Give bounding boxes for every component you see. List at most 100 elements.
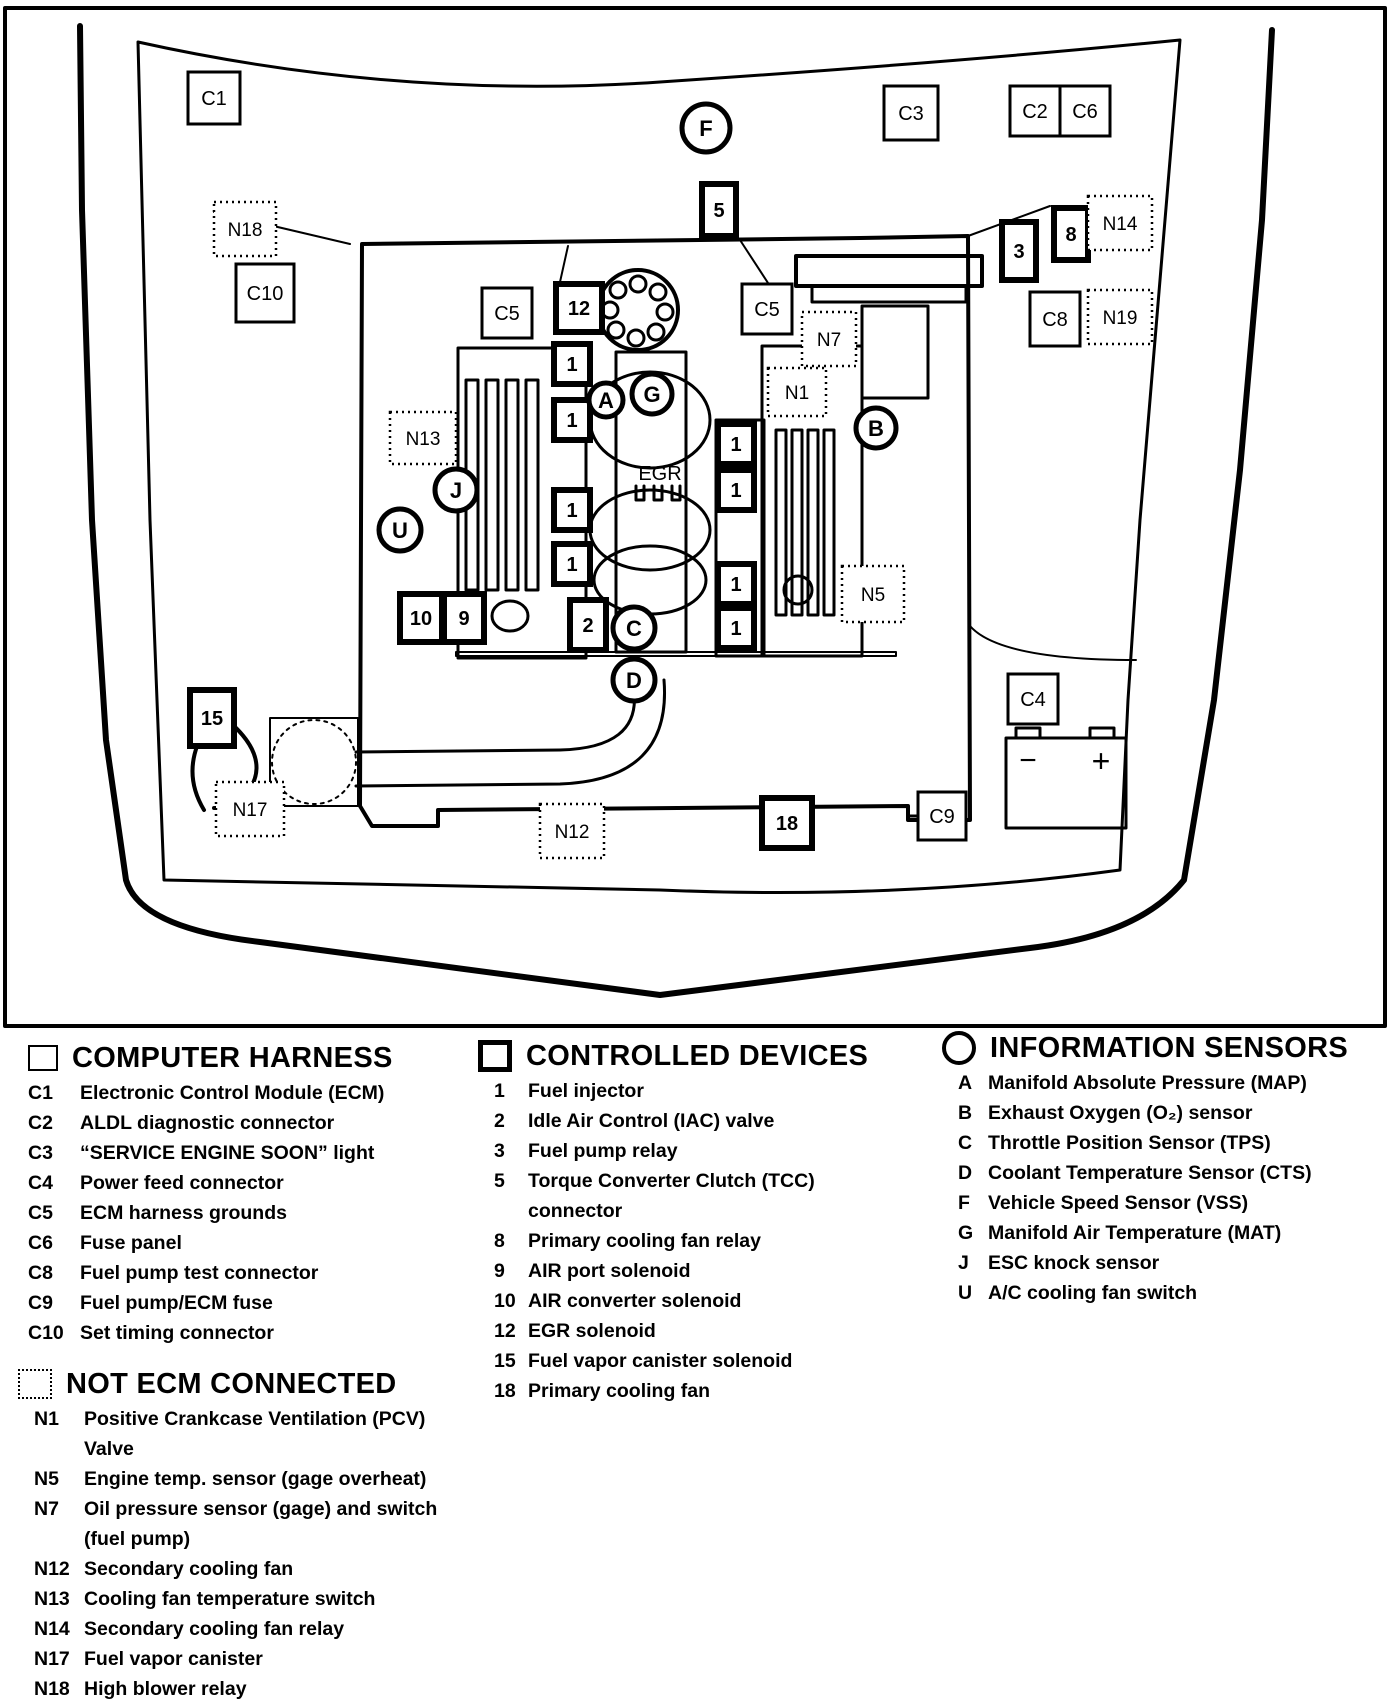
legend-item-code: C10: [28, 1322, 64, 1344]
not-ecm-box: [1086, 288, 1154, 346]
legend-information-sensors-title: INFORMATION SENSORS: [990, 1031, 1349, 1064]
legend-item-description: Cooling fan temperature switch: [84, 1588, 376, 1610]
legend-item-code: N13: [34, 1588, 70, 1610]
not-ecm-label: N19: [1103, 308, 1138, 329]
legend-item-code: F: [958, 1192, 970, 1214]
not-ecm-label: N14: [1103, 214, 1138, 235]
legend-item-description: Idle Air Control (IAC) valve: [528, 1110, 775, 1132]
controlled-device-box: [699, 181, 739, 239]
legend-item-code: C8: [28, 1262, 53, 1284]
computer-harness-box: [1006, 672, 1060, 726]
controlled-device-label: 1: [730, 574, 741, 596]
square-outline-icon: [28, 1045, 58, 1071]
not-ecm-label: N18: [228, 220, 263, 241]
controlled-device-label: 1: [730, 434, 741, 456]
legend-item-code: N7: [34, 1498, 59, 1520]
legend-item: F Vehicle Speed Sensor (VSS): [958, 1188, 1382, 1218]
not-ecm-box: [1086, 194, 1154, 252]
legend-information-sensors: INFORMATION SENSORS A Manifold Absolute P…: [942, 1028, 1382, 1308]
information-sensor-label: G: [643, 382, 660, 407]
controlled-device-label: 1: [566, 500, 577, 522]
legend-not-ecm-title: NOT ECM CONNECTED: [66, 1367, 397, 1400]
computer-harness-label: C5: [754, 299, 780, 321]
information-sensor-label: A: [598, 388, 614, 413]
legend-item-code: C4: [28, 1172, 53, 1194]
computer-harness-box: [1008, 84, 1062, 138]
battery-minus-sign: −: [1019, 744, 1037, 777]
not-ecm-label: N13: [406, 429, 441, 450]
legend-not-ecm-header: NOT ECM CONNECTED: [18, 1364, 468, 1404]
information-sensor-circle: [629, 371, 675, 417]
legend-item-code: N14: [34, 1618, 70, 1640]
controlled-device-box: [715, 561, 757, 607]
computer-harness-box: [234, 262, 296, 324]
legend-computer-harness-header: COMPUTER HARNESS: [28, 1038, 468, 1078]
legend-information-sensors-header: INFORMATION SENSORS: [942, 1028, 1382, 1068]
legend-item-code: N12: [34, 1558, 70, 1580]
not-ecm-box: [388, 410, 458, 466]
legend-item-description: Vehicle Speed Sensor (VSS): [988, 1192, 1249, 1214]
legend-item-description: ECM harness grounds: [80, 1202, 287, 1224]
harness-wire: [906, 804, 922, 818]
controlled-device-label: 1: [566, 410, 577, 432]
vapor-canister-box: [269, 717, 359, 807]
legend-item-code: C9: [28, 1292, 53, 1314]
computer-harness-box: [186, 70, 242, 126]
controlled-device-label: 8: [1065, 224, 1076, 246]
controlled-device-label: 3: [1013, 241, 1024, 263]
legend-item-code: N5: [34, 1468, 59, 1490]
not-ecm-box: [800, 310, 858, 368]
egr-label: EGR: [638, 463, 681, 485]
controlled-device-box: [715, 605, 757, 651]
legend-item-description: Fuel vapor canister: [84, 1648, 263, 1670]
legend-item-code: 3: [494, 1140, 505, 1162]
computer-harness-box: [1058, 84, 1112, 138]
information-sensor-label: U: [392, 518, 408, 543]
intake-runner: [592, 544, 708, 616]
legend-item-description: Manifold Absolute Pressure (MAP): [988, 1072, 1307, 1094]
legend-item-code: J: [958, 1252, 969, 1274]
computer-harness-label: C5: [494, 303, 520, 325]
computer-harness-label: C1: [201, 88, 227, 110]
legend-item-code: C3: [28, 1142, 53, 1164]
legend-item: 3 Fuel pump relay: [494, 1136, 898, 1166]
information-sensor-circle: [610, 656, 658, 704]
information-sensor-circle: [376, 506, 424, 554]
controlled-device-box: [551, 487, 593, 533]
distributor-terminals: [600, 274, 675, 348]
legend-item-code: N18: [34, 1678, 70, 1700]
legend-item-code: A: [958, 1072, 973, 1094]
controlled-device-label: 1: [730, 480, 741, 502]
legend-computer-harness-title: COMPUTER HARNESS: [72, 1041, 393, 1074]
legend-item: C8 Fuel pump test connector: [28, 1258, 468, 1288]
controlled-device-box: [715, 421, 757, 467]
information-sensor-circle: [432, 466, 480, 514]
legend-item-description: A/C cooling fan switch: [988, 1282, 1198, 1304]
not-ecm-box: [214, 780, 286, 838]
legend-item-description: Fuel pump test connector: [80, 1262, 319, 1284]
legend-item: N13 Cooling fan temperature switch: [34, 1584, 468, 1614]
controlled-device-label: 10: [410, 608, 432, 630]
legend-item-description: Fuel pump relay: [528, 1140, 678, 1162]
legend-item: C3“SERVICE ENGINE SOON” light: [28, 1138, 468, 1168]
battery-symbols: − +: [1019, 743, 1110, 779]
legend-item-code: U: [958, 1282, 973, 1304]
legend-item-description: Secondary cooling fan relay: [84, 1618, 345, 1640]
controlled-device-label: 18: [776, 813, 798, 835]
